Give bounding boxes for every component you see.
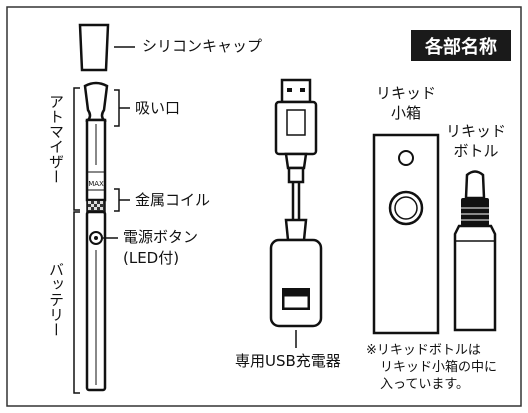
pen-leader-lines	[103, 89, 130, 239]
label-liquid-case: リキッド	[375, 84, 436, 102]
max-mark: MAX	[88, 180, 104, 188]
label-battery: バッテリー	[47, 262, 65, 337]
label-power-button: 電源ボタン	[123, 228, 199, 246]
label-mouthpiece: 吸い口	[135, 99, 181, 117]
label-liquid-bottle: リキッド	[445, 122, 506, 140]
usb-charger-illustration	[269, 78, 323, 328]
note-line-2: リキッド小箱の中に	[380, 360, 498, 375]
label-silicone-cap: シリコンキャップ	[142, 37, 263, 55]
label-liquid-bottle-sub: ボトル	[453, 142, 499, 160]
note-line-1: ※リキッドボトルは	[366, 343, 481, 358]
label-metal-coil: 金属コイル	[135, 191, 211, 209]
silicone-cap-illustration	[78, 23, 110, 72]
label-power-button-led: (LED付)	[123, 249, 180, 267]
page-title: 各部名称	[411, 30, 511, 61]
liquid-case-illustration	[372, 133, 440, 335]
label-atomizer: アトマイザー	[47, 94, 65, 184]
label-usb-charger: 専用USB充電器	[235, 352, 341, 370]
label-liquid-case-sub: 小箱	[390, 104, 421, 122]
outer-frame	[6, 6, 522, 407]
group-brackets	[73, 87, 80, 394]
liquid-bottle-illustration	[453, 170, 497, 332]
note-line-3: 入っています。	[380, 377, 470, 392]
pen-illustration: MAX	[83, 81, 109, 392]
